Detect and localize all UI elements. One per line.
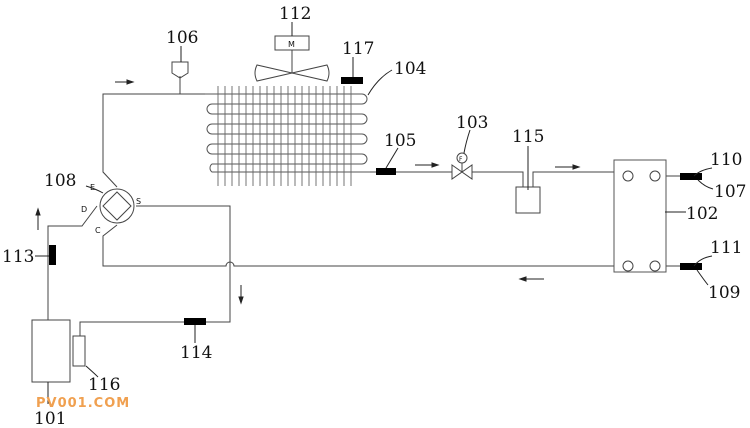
accumulator xyxy=(72,335,86,367)
leader-lines xyxy=(35,22,714,404)
motor-letter: M xyxy=(288,40,295,49)
arrow-up-icon xyxy=(35,207,41,230)
sensor-107 xyxy=(680,173,702,180)
liquid-receiver xyxy=(515,186,541,214)
piping xyxy=(47,76,680,336)
sensor-105 xyxy=(376,168,396,175)
valve-port-e: E xyxy=(90,183,95,192)
arrow-right-icon xyxy=(415,162,440,168)
sensor-109 xyxy=(680,263,702,270)
label-115: 115 xyxy=(512,127,544,147)
sensor-117 xyxy=(341,77,363,84)
condenser-serpentine xyxy=(205,93,370,173)
sensor-114 xyxy=(184,318,206,325)
pipe-valve-s xyxy=(79,205,231,336)
condenser-fins xyxy=(217,86,352,186)
label-114: 114 xyxy=(180,343,212,363)
sensor-113 xyxy=(49,245,56,265)
valve-port-c: C xyxy=(95,226,101,235)
valve-symbol: F xyxy=(459,156,463,163)
label-111: 111 xyxy=(710,238,742,258)
label-106: 106 xyxy=(166,28,198,48)
pipe-compressor-to-valve xyxy=(47,205,98,320)
four-way-valve: E D S C xyxy=(81,183,141,235)
label-102: 102 xyxy=(686,204,718,224)
label-109: 109 xyxy=(708,283,740,303)
expansion-valve-icon xyxy=(451,164,473,180)
expansion-valve: F xyxy=(451,152,473,180)
label-110: 110 xyxy=(710,150,742,170)
label-113: 113 xyxy=(2,247,34,267)
label-112: 112 xyxy=(279,4,311,24)
sensor-106-icon xyxy=(171,61,189,79)
plate-heat-exchanger xyxy=(613,159,667,273)
valve-circle xyxy=(99,188,135,224)
fan-assembly: M xyxy=(254,35,330,82)
valve-port-s: S xyxy=(136,197,141,206)
label-117: 117 xyxy=(342,39,374,59)
pipe-receiver-to-hx xyxy=(532,171,628,187)
reference-labels: 112 106 117 104 105 103 115 110 107 102 … xyxy=(2,4,746,428)
label-116: 116 xyxy=(88,375,120,395)
valve-port-d: D xyxy=(81,205,87,214)
label-108: 108 xyxy=(44,171,76,191)
pipe-valve-c xyxy=(102,224,628,267)
label-107: 107 xyxy=(714,182,746,202)
label-105: 105 xyxy=(384,131,416,151)
arrow-right-icon xyxy=(555,164,581,170)
arrow-left-icon xyxy=(518,276,544,282)
arrow-right-icon xyxy=(115,79,135,85)
pipe-valve-to-condenser xyxy=(102,93,205,188)
compressor xyxy=(31,319,71,383)
condenser-coil xyxy=(205,86,370,186)
flow-arrows xyxy=(35,79,581,305)
label-101: 101 xyxy=(34,409,66,428)
sensors xyxy=(49,77,702,325)
label-103: 103 xyxy=(456,113,488,133)
label-104: 104 xyxy=(394,59,426,79)
arrow-down-icon xyxy=(238,285,244,305)
pipe-valve-to-receiver xyxy=(470,171,524,187)
fan-icon xyxy=(254,64,330,82)
watermark: PV001.COM xyxy=(36,396,130,411)
valve-diamond-icon xyxy=(102,191,132,221)
